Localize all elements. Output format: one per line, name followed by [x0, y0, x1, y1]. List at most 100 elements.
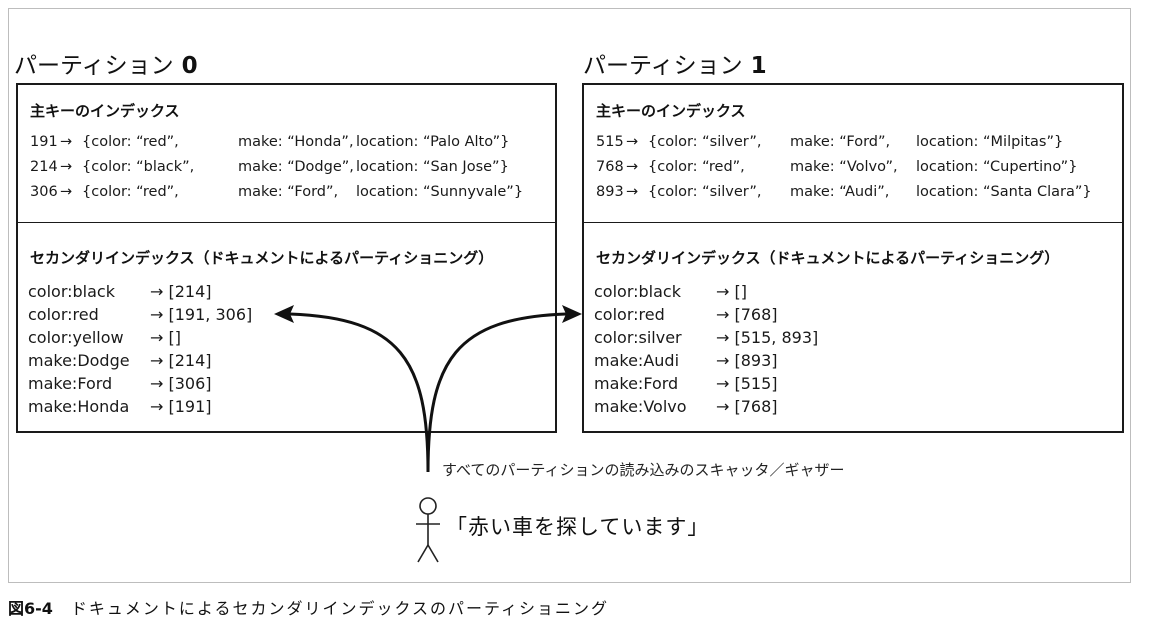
primary-key: 515 — [596, 134, 624, 150]
document-location: location: “Cupertino”} — [916, 159, 1078, 175]
partition-1-primary-index-title: 主キーのインデックス — [596, 102, 746, 120]
posting-list-ids: [768] — [734, 397, 778, 416]
arrow-glyph: → — [150, 397, 164, 416]
arrow-glyph: → — [60, 184, 73, 200]
primary-key: 214 — [30, 159, 58, 175]
primary-index-row: 191 → {color: “red”, make: “Honda”, loca… — [30, 130, 560, 155]
arrow-glyph: → — [626, 134, 639, 150]
primary-key: 893 — [596, 184, 624, 200]
arrow-glyph: → — [150, 351, 164, 370]
scatter-gather-label: すべてのパーティションの読み込みのスキャッタ／ギャザー — [442, 461, 845, 479]
secondary-index-row: make:Volvo → [768] — [594, 395, 994, 418]
partition-0-secondary-index-title: セカンダリインデックス（ドキュメントによるパーティショニング） — [30, 249, 494, 267]
arrow-glyph: → — [716, 374, 730, 393]
posting-list-ids: [306] — [168, 374, 212, 393]
secondary-index-row: make:Audi → [893] — [594, 349, 994, 372]
partition-1-primary-index: 515 → {color: “silver”, make: “Ford”, lo… — [596, 130, 1126, 205]
posting-list: → [893] — [716, 349, 778, 372]
partition-0-title-label: パーティション — [14, 53, 174, 79]
document-make: make: “Volvo”, — [790, 159, 898, 175]
secondary-index-row: color:red → [768] — [594, 303, 994, 326]
posting-list-ids: [515, 893] — [734, 328, 819, 347]
posting-list-ids: [893] — [734, 351, 778, 370]
partition-0-secondary-index: color:black → [214] color:red → [191, 306]… — [28, 280, 428, 418]
secondary-index-row: color:silver → [515, 893] — [594, 326, 994, 349]
partition-1-secondary-index: color:black→ [] color:red→ [768] color:s… — [594, 280, 994, 418]
primary-index-row: 893 → {color: “silver”, make: “Audi”, lo… — [596, 180, 1126, 205]
document-color: {color: “red”, — [82, 134, 179, 150]
posting-list-ids: [768] — [734, 305, 778, 324]
arrow-glyph: → — [716, 282, 730, 301]
posting-list: → [768] — [716, 395, 778, 418]
secondary-index-row: color:black→ [] — [594, 280, 994, 303]
posting-list: → [] — [150, 326, 181, 349]
primary-key: 768 — [596, 159, 624, 175]
posting-list-ids: [191] — [168, 397, 212, 416]
posting-list: → [768] — [716, 303, 778, 326]
document-make: make: “Ford”, — [790, 134, 891, 150]
figure-number: 図6-4 — [8, 599, 53, 618]
partition-0-box: 主キーのインデックス 191 → {color: “red”, make: “H… — [16, 83, 557, 433]
posting-list-ids: [] — [168, 328, 181, 347]
arrow-glyph: → — [716, 397, 730, 416]
arrow-glyph: → — [60, 134, 73, 150]
document-location: location: “Santa Clara”} — [916, 184, 1092, 200]
partition-1-number: 1 — [750, 53, 767, 79]
section-divider — [18, 222, 555, 223]
document-location: location: “Milpitas”} — [916, 134, 1064, 150]
index-term: make:Audi — [594, 351, 680, 370]
document-location: location: “Sunnyvale”} — [356, 184, 524, 200]
primary-index-row: 768 → {color: “red”, make: “Volvo”, loca… — [596, 155, 1126, 180]
partition-1-title-label: パーティション — [583, 53, 743, 79]
primary-index-row: 306 → {color: “red”, make: “Ford”, locat… — [30, 180, 560, 205]
arrow-glyph: → — [150, 305, 164, 324]
index-term: color:red — [28, 305, 99, 324]
secondary-index-row: make:Ford → [515] — [594, 372, 994, 395]
posting-list: → [191, 306] — [150, 303, 252, 326]
index-term: color:black — [594, 282, 681, 301]
posting-list: → [214] — [150, 280, 212, 303]
posting-list: → [515] — [716, 372, 778, 395]
posting-list-ids: [214] — [168, 282, 212, 301]
arrow-glyph: → — [150, 328, 164, 347]
arrow-glyph: → — [626, 159, 639, 175]
document-make: make: “Ford”, — [238, 184, 339, 200]
partition-0-primary-index-title: 主キーのインデックス — [30, 102, 180, 120]
index-term: color:silver — [594, 328, 682, 347]
posting-list-ids: [515] — [734, 374, 778, 393]
arrow-glyph: → — [150, 374, 164, 393]
index-term: make:Ford — [594, 374, 679, 393]
arrow-glyph: → — [150, 282, 164, 301]
primary-index-row: 515 → {color: “silver”, make: “Ford”, lo… — [596, 130, 1126, 155]
posting-list: → [306] — [150, 372, 212, 395]
posting-list-ids: [191, 306] — [168, 305, 253, 324]
arrow-glyph: → — [60, 159, 73, 175]
document-location: location: “San Jose”} — [356, 159, 509, 175]
posting-list: → [191] — [150, 395, 212, 418]
partition-0-primary-index: 191 → {color: “red”, make: “Honda”, loca… — [30, 130, 560, 205]
document-color: {color: “silver”, — [648, 134, 762, 150]
posting-list: → [515, 893] — [716, 326, 818, 349]
index-term: color:red — [594, 305, 665, 324]
document-location: location: “Palo Alto”} — [356, 134, 510, 150]
index-term: make:Ford — [28, 374, 113, 393]
primary-index-row: 214 → {color: “black”, make: “Dodge”, lo… — [30, 155, 560, 180]
secondary-index-row: make:Dodge→ [214] — [28, 349, 428, 372]
index-term: make:Volvo — [594, 397, 687, 416]
index-term: color:black — [28, 282, 115, 301]
partition-1-title: パーティション 1 — [583, 46, 767, 80]
figure-caption-text: ドキュメントによるセカンダリインデックスのパーティショニング — [70, 599, 610, 618]
document-color: {color: “black”, — [82, 159, 195, 175]
secondary-index-row: color:yellow → [] — [28, 326, 428, 349]
arrow-glyph: → — [626, 184, 639, 200]
index-term: make:Dodge — [28, 351, 130, 370]
arrow-glyph: → — [716, 305, 730, 324]
document-make: make: “Honda”, — [238, 134, 354, 150]
partition-1-secondary-index-title: セカンダリインデックス（ドキュメントによるパーティショニング） — [596, 249, 1060, 267]
index-term: color:yellow — [28, 328, 124, 347]
arrow-glyph: → — [716, 351, 730, 370]
figure-caption: 図6-4 ドキュメントによるセカンダリインデックスのパーティショニング — [8, 595, 609, 619]
document-color: {color: “red”, — [648, 159, 745, 175]
secondary-index-row: color:black → [214] — [28, 280, 428, 303]
